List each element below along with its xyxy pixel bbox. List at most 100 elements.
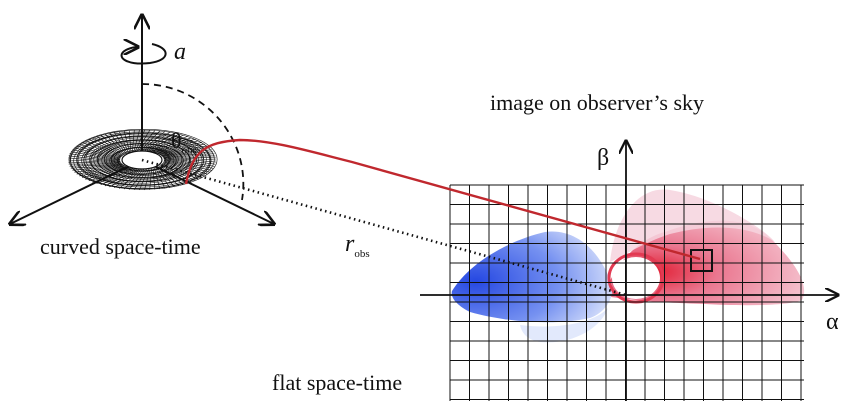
alpha-axis-label: α bbox=[826, 309, 839, 335]
disk-hatch bbox=[82, 142, 122, 158]
disk-hatch bbox=[69, 153, 121, 162]
disk-hatch bbox=[151, 138, 196, 153]
blueshifted-disk-lower bbox=[520, 308, 608, 343]
disk-hatch bbox=[163, 158, 215, 167]
disk-hatch bbox=[137, 130, 156, 152]
disk-hatch bbox=[149, 168, 152, 190]
pixel-box bbox=[690, 249, 713, 272]
disk-hatch bbox=[154, 142, 202, 153]
disk-hatch bbox=[158, 165, 180, 187]
disk-hatch bbox=[150, 137, 192, 152]
r-subscript: obs bbox=[354, 247, 370, 260]
disk-hatch bbox=[76, 166, 128, 175]
disk-hatch bbox=[142, 131, 170, 152]
disk-hatch bbox=[114, 168, 142, 189]
disk-hatch bbox=[67, 159, 122, 164]
disk-hatch bbox=[147, 134, 184, 152]
disk-hatch bbox=[96, 136, 124, 156]
curved-space-time-label: curved space-time bbox=[40, 234, 201, 259]
disk-hatch bbox=[92, 168, 134, 183]
disk-hatch bbox=[74, 147, 121, 160]
disk-hatch bbox=[160, 164, 188, 184]
theta-subscript: obs bbox=[181, 144, 197, 157]
sky-image bbox=[451, 189, 805, 343]
disk-hatch bbox=[133, 168, 148, 190]
disk-hatch bbox=[88, 138, 123, 157]
disk-hatch bbox=[85, 140, 122, 158]
disk-hatch bbox=[68, 157, 121, 163]
disk-hatch bbox=[70, 151, 121, 161]
disk-hatch bbox=[132, 130, 135, 152]
disk-hatch bbox=[72, 165, 126, 171]
disk-hatch bbox=[155, 166, 166, 189]
disk-ring bbox=[90, 139, 192, 182]
disk-hatch bbox=[163, 159, 212, 171]
disk-hatch bbox=[159, 165, 184, 186]
disk-hatch bbox=[154, 167, 161, 190]
disk-hatch bbox=[96, 168, 136, 184]
spin-parameter-label: a bbox=[174, 39, 186, 65]
disk-hatch bbox=[152, 167, 156, 190]
curved-axes bbox=[10, 15, 274, 224]
disk-ring bbox=[69, 129, 215, 190]
disk-hatch bbox=[118, 131, 129, 154]
disk-hatch bbox=[159, 151, 214, 155]
disk-hatch bbox=[70, 165, 125, 169]
disk-hatch bbox=[139, 168, 150, 191]
disk-hatch bbox=[163, 157, 216, 163]
disk-hatch bbox=[163, 161, 205, 177]
disk-hatch bbox=[109, 168, 140, 188]
redshifted-disk-upper bbox=[610, 189, 775, 262]
beta-axis-label: β bbox=[597, 145, 610, 171]
disk-hatch bbox=[74, 166, 127, 173]
disk-hatch bbox=[133, 129, 140, 152]
disk-hatch bbox=[72, 149, 121, 161]
disk-hatch bbox=[100, 168, 137, 186]
spin-arrow-icon bbox=[120, 44, 167, 65]
disk-hatch bbox=[68, 155, 121, 163]
disk-hatch bbox=[139, 130, 161, 152]
disk-hatch bbox=[134, 129, 145, 152]
black-hole-shadow bbox=[612, 257, 660, 299]
observer-sky-title: image on observer’s sky bbox=[490, 90, 705, 115]
disk-hatch bbox=[163, 159, 214, 169]
accretion-disk bbox=[67, 129, 218, 191]
disk-hatch bbox=[82, 167, 130, 178]
blueshifted-disk-half bbox=[451, 231, 613, 323]
disk-hatch bbox=[163, 157, 216, 165]
disk-hatch bbox=[88, 167, 133, 182]
disk-hatch bbox=[162, 156, 217, 161]
disk-hatch bbox=[148, 136, 188, 152]
disk-hatch bbox=[104, 168, 139, 187]
inclination-label: θobs bbox=[171, 130, 197, 156]
disk-hatch bbox=[92, 137, 123, 157]
disk-hatch bbox=[76, 145, 121, 159]
disk-hatch bbox=[157, 166, 175, 188]
disk-hatch bbox=[79, 166, 129, 177]
disk-hatch bbox=[79, 143, 121, 159]
disk-hatch bbox=[155, 143, 205, 154]
photon-ray bbox=[184, 138, 701, 261]
observer-distance-line bbox=[141, 158, 627, 297]
disk-hatch bbox=[68, 161, 122, 164]
disk-hatch bbox=[128, 130, 132, 153]
disk-hatch bbox=[69, 164, 124, 167]
flat-space-time-label: flat space-time bbox=[272, 370, 403, 395]
disk-hatch bbox=[144, 132, 175, 152]
disk-hatch bbox=[163, 161, 208, 175]
inclination-arc bbox=[141, 83, 245, 201]
disk-hatch bbox=[118, 168, 143, 189]
disk-hatch bbox=[114, 132, 128, 154]
disk-hatch bbox=[163, 160, 210, 173]
disk-hatch bbox=[145, 133, 180, 152]
disk-hatch bbox=[100, 134, 125, 155]
r-symbol: r bbox=[345, 231, 355, 257]
disk-hatch bbox=[109, 132, 127, 154]
disk-hatch bbox=[123, 130, 130, 153]
disk-hatch bbox=[85, 167, 132, 180]
disk-ring bbox=[68, 129, 218, 190]
disk-hatch bbox=[144, 168, 151, 191]
disk-hatch bbox=[136, 130, 151, 152]
disk-hatch bbox=[157, 147, 210, 154]
